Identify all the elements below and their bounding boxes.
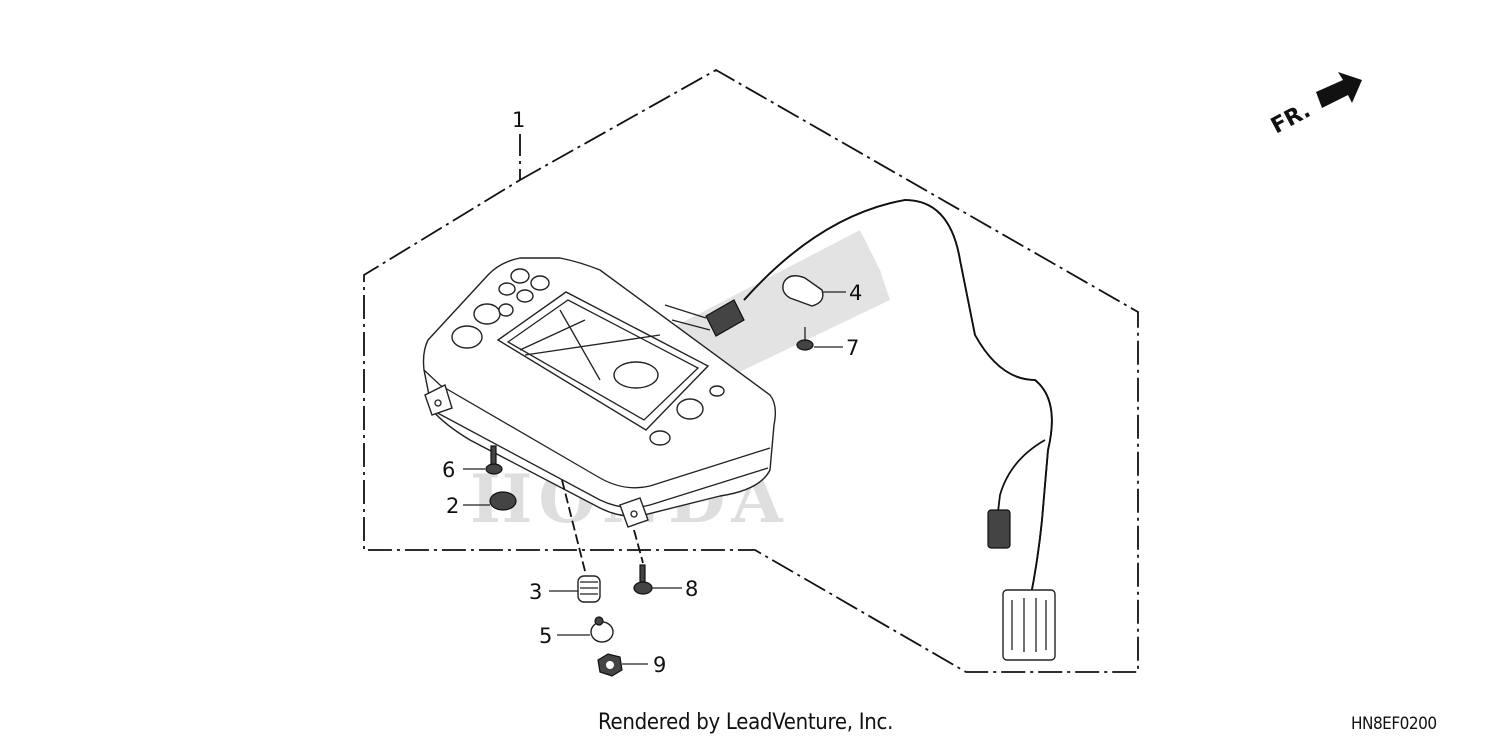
part-7-screw [796,327,843,351]
callout-8: 8 [685,577,698,601]
wire-harness [743,199,1056,661]
part-5-bulb [557,616,614,643]
part-8-screw [633,529,682,595]
part-4-clamp [782,275,846,307]
arrow-icon [1316,72,1362,108]
part-6-screw [463,445,503,475]
part-2-grommet [463,491,517,511]
callout-3: 3 [529,580,542,604]
part-3-socket [549,479,601,603]
diagram-code: HN8EF0200 [1351,714,1437,734]
callout-9: 9 [653,653,666,677]
callout-1: 1 [512,108,525,132]
render-credit: Rendered by LeadVenture, Inc. [598,710,894,735]
direction-label: FR. [1267,98,1315,139]
callout-5: 5 [539,624,552,648]
front-direction-arrow: FR. [1267,72,1362,139]
meter-assembly [422,257,777,528]
callout-7: 7 [846,336,859,360]
callout-2: 2 [446,494,459,518]
part-9-nut [597,653,648,677]
callout-6: 6 [442,458,455,482]
callout-4: 4 [849,281,862,305]
assembly-outline [363,68,1139,673]
